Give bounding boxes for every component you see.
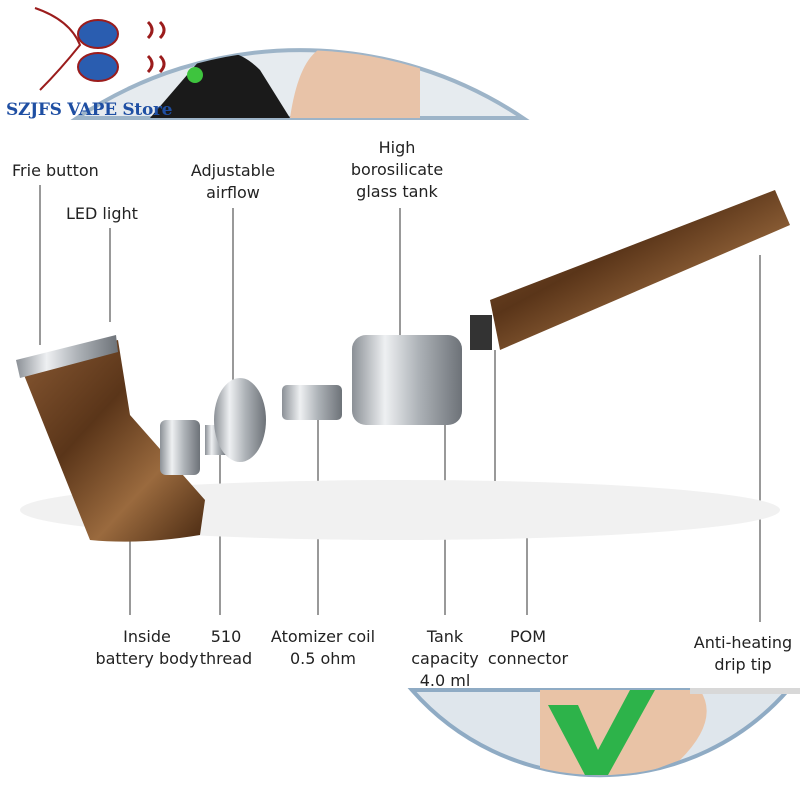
label-line: 0.5 ohm <box>289 649 357 668</box>
airflow-ring <box>205 378 266 462</box>
label-line: POM <box>509 627 547 646</box>
label-line: Anti-heating <box>693 633 793 652</box>
battery-body <box>16 335 205 542</box>
checkmark-icon <box>548 690 655 775</box>
glass-tank <box>352 335 462 425</box>
label-line: borosilicate <box>350 160 444 179</box>
label-510-thread: 510 thread <box>191 626 261 670</box>
label-line: airflow <box>206 183 260 202</box>
label-line: connector <box>487 649 569 668</box>
label-pom-connector: POM connector <box>483 626 573 670</box>
label-line: Adjustable <box>190 161 276 180</box>
label-line: Tank <box>426 627 464 646</box>
label-fire-button: Frie button <box>12 160 99 182</box>
label-line: Inside <box>123 627 171 646</box>
drip-tip <box>470 190 790 350</box>
store-logo-text: SZJFS VAPE Store <box>6 100 173 120</box>
bottom-photo-circle <box>407 688 793 778</box>
label-drip-tip: Anti-heating drip tip <box>688 632 798 676</box>
label-line: battery body <box>95 649 199 668</box>
label-line: Frie button <box>12 161 99 180</box>
label-line: 4.0 ml <box>419 671 471 690</box>
label-adjustable-airflow: Adjustable airflow <box>173 160 293 204</box>
label-led-light: LED light <box>66 203 138 225</box>
label-line: glass tank <box>356 182 438 201</box>
label-glass-tank: High borosilicate glass tank <box>337 137 457 203</box>
label-tank-capacity: Tank capacity 4.0 ml <box>400 626 490 692</box>
label-battery-body: Inside battery body <box>82 626 212 670</box>
label-atomizer-coil: Atomizer coil 0.5 ohm <box>263 626 383 670</box>
label-line: 510 <box>210 627 242 646</box>
atomizer-coil <box>282 385 342 420</box>
label-line: thread <box>199 649 253 668</box>
label-line: High <box>378 138 416 157</box>
label-line: drip tip <box>714 655 772 674</box>
label-line: capacity <box>411 649 479 668</box>
top-photo-circle <box>70 48 530 120</box>
logo-fish-icon <box>34 7 166 91</box>
label-line: LED light <box>66 204 138 223</box>
label-line: Atomizer coil <box>270 627 376 646</box>
